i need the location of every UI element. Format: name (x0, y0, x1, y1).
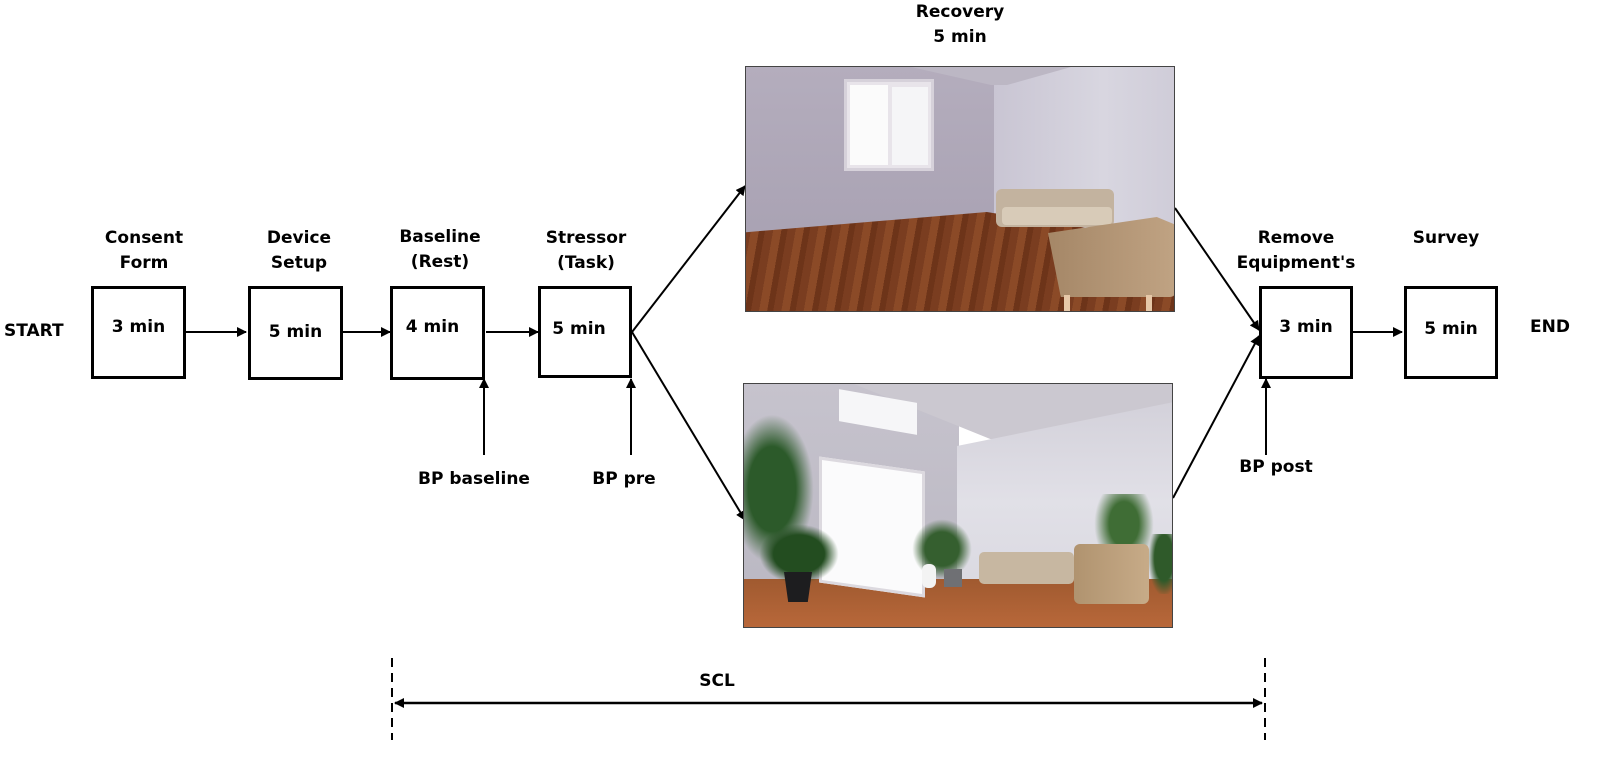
step-consent-title: Consent Form (105, 226, 183, 276)
step-title-line2: Equipment's (1236, 253, 1356, 273)
bp-pre-label: BP pre (592, 469, 656, 489)
bp-post-label: BP post (1239, 457, 1313, 477)
step-title-line1: Remove (1257, 228, 1335, 248)
recovery-duration: 5 min (933, 27, 987, 47)
step-baseline-box: 4 min (390, 286, 485, 380)
step-title-line1: Baseline (399, 227, 481, 247)
step-duration: 5 min (268, 322, 323, 342)
step-title-line1: Device (266, 228, 332, 248)
step-remove-equipment-title: Remove Equipment's (1237, 226, 1356, 276)
step-title-line2: Setup (270, 253, 328, 273)
step-title-line2: (Rest) (410, 252, 470, 272)
step-duration: 3 min (111, 317, 166, 337)
bp-baseline-label: BP baseline (418, 469, 530, 489)
step-duration: 4 min (405, 317, 460, 337)
step-device-setup-box: 5 min (248, 286, 343, 380)
step-title-line1: Stressor (545, 228, 627, 248)
step-duration: 5 min (552, 319, 606, 339)
step-survey-box: 5 min (1404, 286, 1498, 379)
step-title-line2: (Task) (557, 253, 615, 273)
step-stressor-title: Stressor (Task) (546, 226, 627, 276)
step-baseline-title: Baseline (Rest) (399, 225, 480, 275)
start-label: START (4, 321, 64, 341)
recovery-title-text: Recovery (915, 2, 1005, 22)
recovery-image-biophilic-room (743, 383, 1173, 628)
step-title-line1: Survey (1412, 228, 1480, 248)
step-duration: 3 min (1279, 317, 1333, 337)
step-consent-box: 3 min (91, 286, 186, 379)
step-title-line1: Consent (104, 228, 184, 248)
step-device-setup-title: Device Setup (267, 226, 331, 276)
step-remove-equipment-box: 3 min (1259, 286, 1353, 379)
recovery-title: Recovery 5 min (916, 0, 1004, 50)
scl-label: SCL (699, 671, 735, 691)
step-title-line2: Form (119, 253, 169, 273)
step-duration: 5 min (1424, 319, 1478, 339)
recovery-image-plain-room (745, 66, 1175, 312)
step-stressor-box: 5 min (538, 286, 632, 378)
step-survey-title: Survey (1413, 226, 1479, 251)
end-label: END (1530, 317, 1570, 337)
